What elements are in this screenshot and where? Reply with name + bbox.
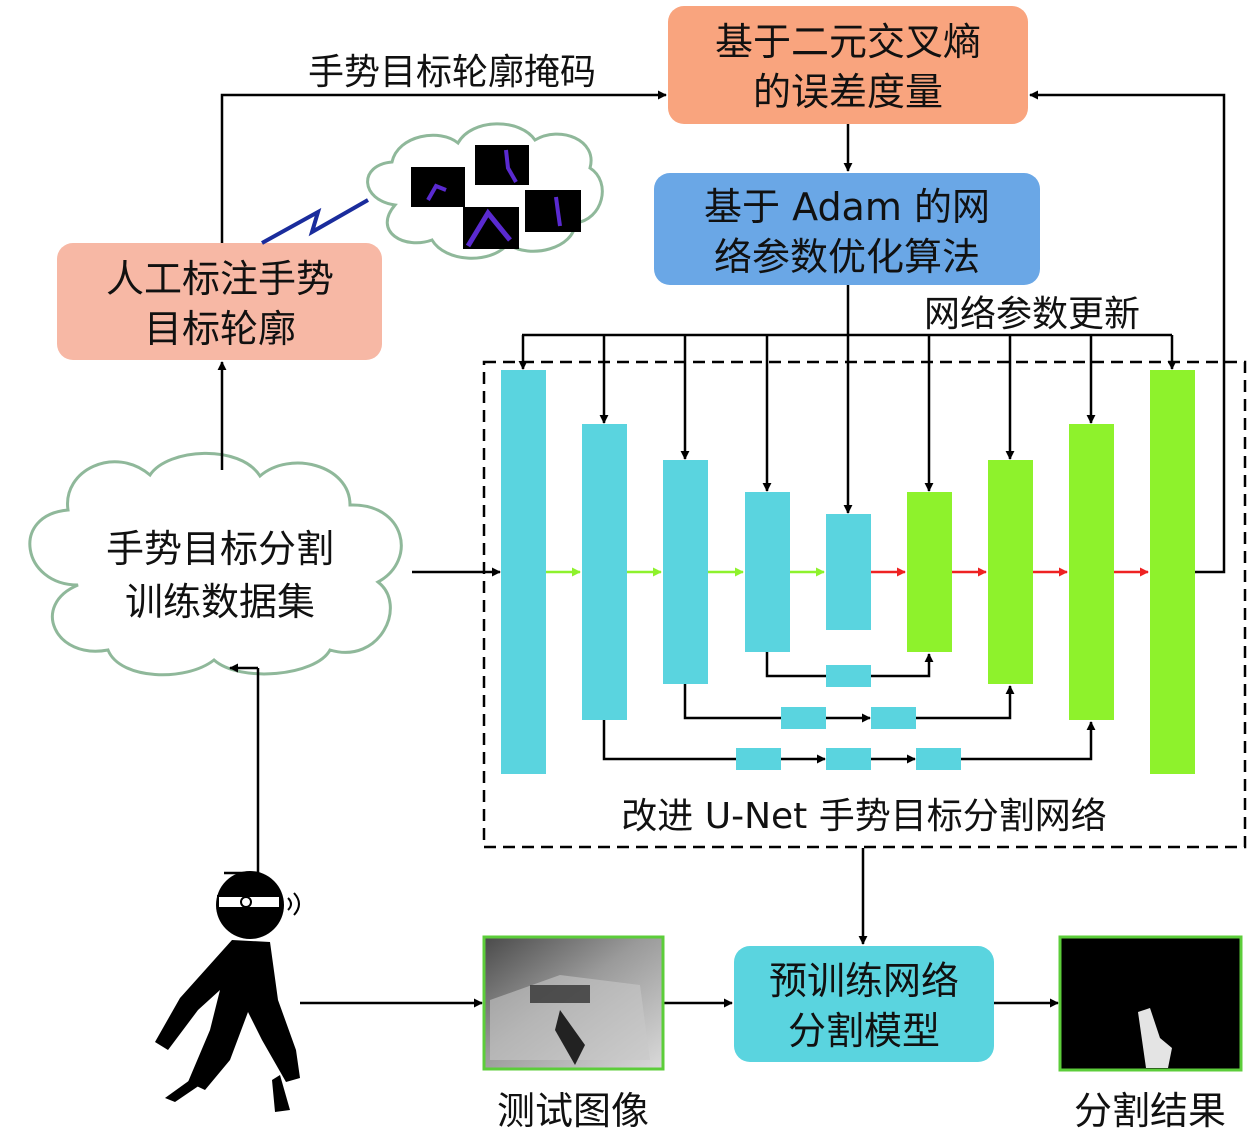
pretrained-model-box: 预训练网络 分割模型 xyxy=(734,946,994,1062)
skip-block xyxy=(781,707,826,729)
loss-box-line-2: 的误差度量 xyxy=(753,70,943,114)
skip-connections xyxy=(602,652,1096,764)
adam-box-line-2: 络参数优化算法 xyxy=(714,235,980,279)
manual-box-line-2: 目标轮廓 xyxy=(144,307,296,351)
connectors xyxy=(217,90,1226,1008)
decoder-block-3 xyxy=(1069,424,1114,720)
skip-block xyxy=(826,748,871,770)
cloud-icon xyxy=(366,122,604,260)
bottleneck-block xyxy=(826,514,871,630)
decoder-block-2 xyxy=(988,460,1033,684)
skip-block xyxy=(826,665,871,687)
dataset-line-1: 手势目标分割 xyxy=(106,527,334,571)
skip-block xyxy=(871,707,916,729)
update-label: 网络参数更新 xyxy=(924,294,1140,335)
encoder-block-4 xyxy=(745,492,790,652)
mask-label: 手势目标轮廓掩码 xyxy=(308,52,596,93)
dataset-line-2: 训练数据集 xyxy=(125,580,315,624)
encoder-block-3 xyxy=(663,460,708,684)
test-image-label: 测试图像 xyxy=(497,1089,649,1133)
encoder-block-2 xyxy=(582,424,627,720)
loss-box-line-1: 基于二元交叉熵 xyxy=(715,20,981,64)
decoder-blocks xyxy=(907,370,1195,774)
decoder-block-4 xyxy=(1150,370,1195,774)
result-label: 分割结果 xyxy=(1074,1089,1226,1133)
loss-box: 基于二元交叉熵 的误差度量 xyxy=(668,6,1028,124)
pretrained-line-1: 预训练网络 xyxy=(769,959,959,1003)
parameter-update-lines xyxy=(518,285,1177,514)
encoder-blocks xyxy=(501,370,871,774)
dataset-cloud: 手势目标分割 训练数据集 xyxy=(28,451,403,677)
skip-block xyxy=(916,748,961,770)
pretrained-line-2: 分割模型 xyxy=(788,1009,940,1053)
lightning-icon xyxy=(261,198,369,245)
manual-annotation-box: 人工标注手势 目标轮廓 xyxy=(57,243,382,360)
network-label: 改进 U-Net 手势目标分割网络 xyxy=(621,796,1106,837)
decoder-block-1 xyxy=(907,492,952,652)
manual-box-line-1: 人工标注手势 xyxy=(106,257,334,301)
skip-blocks xyxy=(736,665,961,770)
adam-box: 基于 Adam 的网 络参数优化算法 xyxy=(654,173,1040,285)
network-frame xyxy=(482,360,1247,849)
cloud-icon xyxy=(28,451,403,677)
mask-thumbnail-4 xyxy=(525,190,581,232)
mask-thumbnail-2 xyxy=(475,145,529,185)
encoder-block-1 xyxy=(501,370,546,774)
segmentation-result-image xyxy=(1058,935,1243,1072)
adam-box-line-1: 基于 Adam 的网 xyxy=(704,185,990,229)
walking-person-icon xyxy=(155,871,300,1112)
skip-block xyxy=(736,748,781,770)
test-image xyxy=(482,935,665,1071)
